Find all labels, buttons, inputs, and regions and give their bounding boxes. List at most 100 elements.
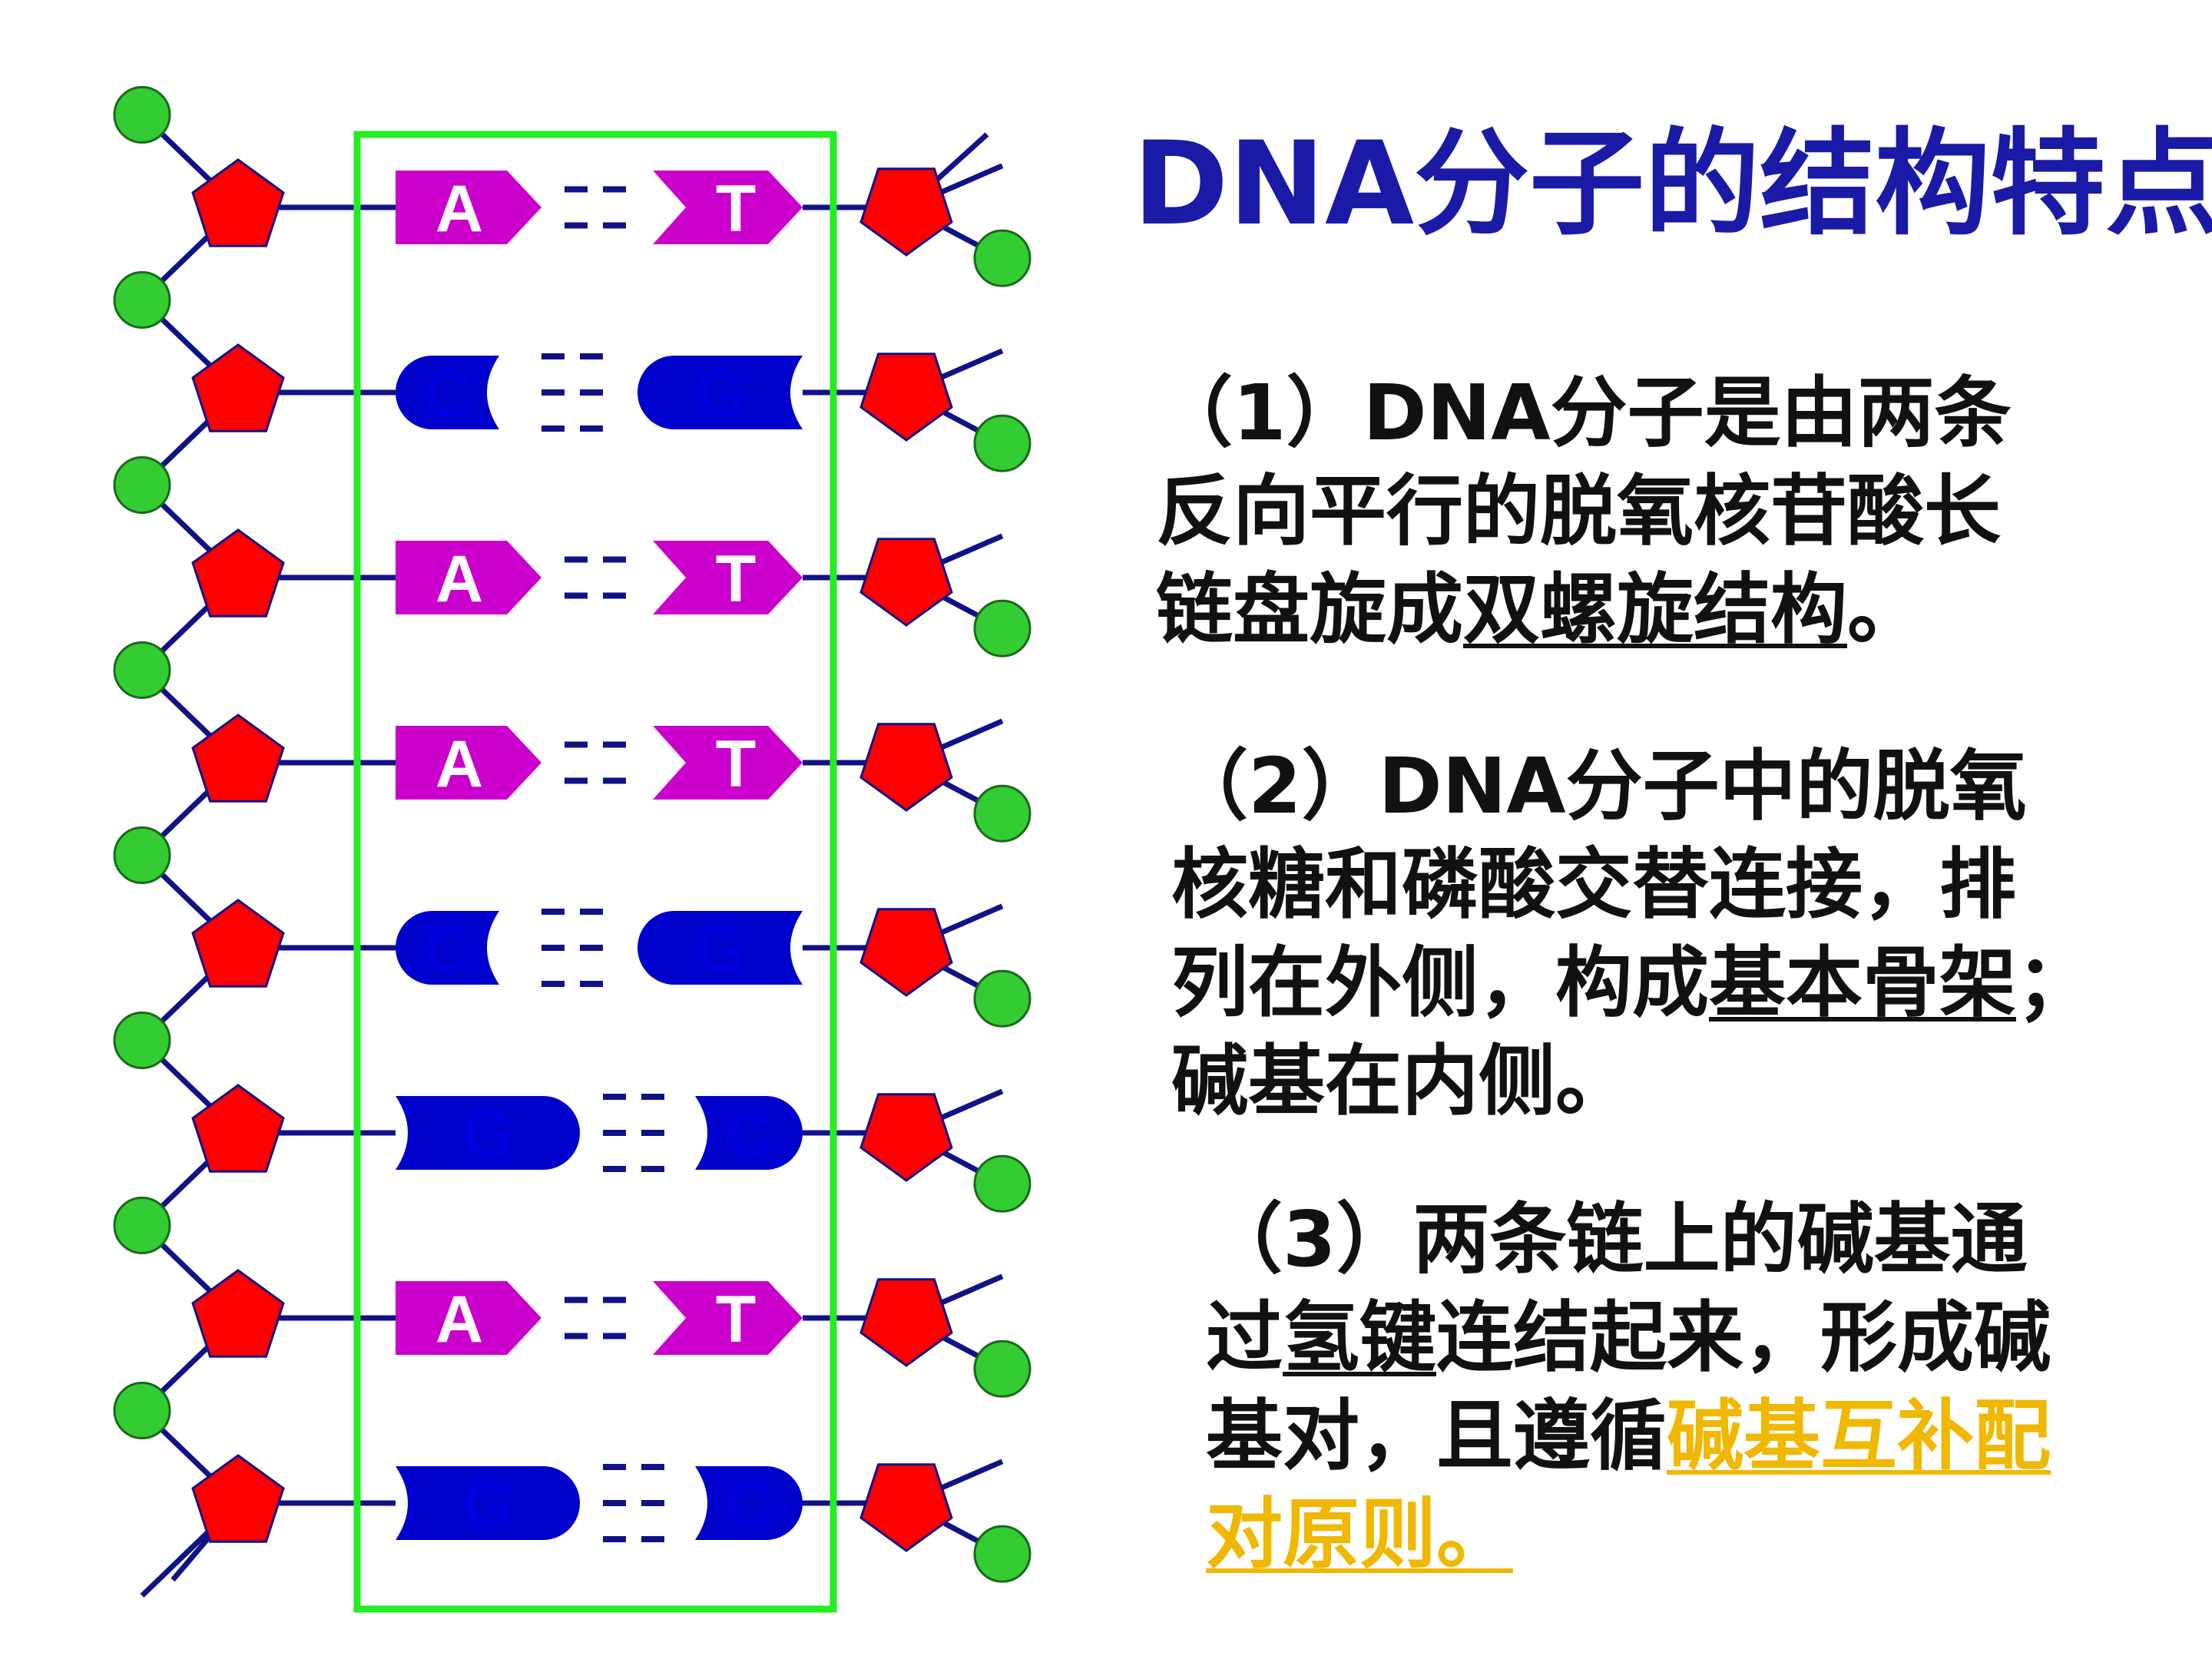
deoxyribose-left [191, 1454, 285, 1543]
base-A-left: A [396, 726, 541, 801]
base-A-left: A [396, 171, 541, 246]
phosphate-left [113, 1012, 171, 1069]
base-shape [695, 1096, 803, 1170]
deoxyribose-pentagons [191, 158, 953, 1552]
base-T-right: T [653, 1281, 803, 1356]
phosphate-right [973, 1154, 1031, 1213]
paragraph-1-text: 链盘旋成 [1156, 565, 1463, 654]
phosphate-left [113, 1382, 171, 1439]
phosphate-right [973, 784, 1031, 843]
backbone-lines [140, 112, 1004, 1598]
base-T-right: T [653, 171, 803, 246]
base-pair-frame [353, 131, 837, 1613]
keyword-double-helix: 双螺旋结构 [1463, 565, 1847, 654]
base-label: C [423, 912, 471, 986]
deoxyribose-left [191, 1269, 285, 1358]
deoxyribose-right [859, 353, 953, 442]
deoxyribose-right [859, 723, 953, 812]
keyword-pairing-principle: 对原则。 [1206, 1489, 1513, 1579]
paragraph-2-line-4: 碱基在内侧。 [1171, 1036, 1632, 1126]
base-shape [637, 356, 803, 429]
base-label: T [716, 172, 757, 246]
phosphate-left [113, 1197, 171, 1254]
base-label: A [435, 1283, 483, 1356]
base-C-right: C [695, 1466, 803, 1541]
phosphate-right [973, 599, 1031, 657]
base-label: G [462, 1098, 514, 1171]
base-label: A [435, 542, 483, 616]
deoxyribose-left [191, 899, 285, 988]
paragraph-3-line-2: 过氢键连结起来，形成碱 [1206, 1289, 2051, 1387]
paragraph-3-line-3: 基对，且遵循碱基互补配 [1206, 1387, 2051, 1485]
paragraph-3: （3）两条链上的碱基通 过氢键连结起来，形成碱 基对，且遵循碱基互补配 对原则。 [1206, 1190, 2051, 1584]
deoxyribose-left [191, 343, 285, 432]
paragraph-2-line-1: （2）DNA分子中的脱氧 [1171, 741, 2027, 831]
base-label: G [462, 1468, 514, 1541]
base-shape [396, 356, 499, 429]
paragraph-1-line-3: 链盘旋成双螺旋结构。 [1156, 561, 2012, 659]
base-shape [653, 726, 803, 800]
paragraph-3-text-c: 基对，且遵循 [1206, 1391, 1667, 1481]
base-label: C [725, 1468, 773, 1541]
base-A-left: A [396, 1281, 541, 1356]
phosphate-left [113, 456, 171, 514]
deoxyribose-right [859, 1463, 953, 1552]
phosphate-right [973, 229, 1031, 287]
dna-double-helix-diagram: A T C G A T A T C G G C A T G C [113, 86, 1031, 1613]
base-shape [396, 541, 541, 614]
paragraph-3-text-a: 过 [1206, 1293, 1283, 1382]
base-label: G [694, 357, 746, 431]
paragraph-1-period: 。 [1847, 565, 1924, 654]
paragraph-3-line-1: （3）两条链上的碱基通 [1206, 1194, 2028, 1284]
base-C-right: C [695, 1096, 803, 1171]
paragraph-2-text: 列在外侧，构成 [1171, 938, 1709, 1028]
base-shape [396, 726, 541, 800]
base-shape [637, 911, 803, 985]
deoxyribose-left [191, 1084, 285, 1173]
phosphate-left [113, 271, 171, 329]
base-shape [653, 1281, 803, 1355]
base-G-left: G [396, 1466, 580, 1541]
base-shape [396, 1466, 580, 1540]
page-title: DNA分子的结构特点 [1133, 118, 2212, 251]
deoxyribose-right [859, 1278, 953, 1367]
base-label: T [716, 542, 757, 616]
paragraph-3-text-b: 连结起来，形成碱 [1436, 1293, 2051, 1382]
base-T-right: T [653, 541, 803, 616]
base-label: T [716, 1283, 757, 1356]
phosphate-right [973, 969, 1031, 1028]
paragraph-1-line-1: （1）DNA分子是由两条 [1156, 368, 2012, 458]
paragraph-1-line-2: 反向平行的脱氧核苷酸长 [1156, 466, 2001, 556]
base-G-right: G [637, 356, 803, 431]
base-shape [396, 171, 541, 244]
base-shape [396, 911, 499, 985]
phosphate-right [973, 414, 1031, 472]
base-shape [396, 1096, 580, 1170]
phosphate-left [113, 826, 171, 884]
base-G-right: G [637, 911, 803, 986]
deoxyribose-left [191, 528, 285, 618]
base-T-right: T [653, 726, 803, 801]
base-C-left: C [396, 911, 499, 986]
keyword-complementary-pairing: 碱基互补配 [1667, 1391, 2051, 1481]
base-A-left: A [396, 541, 541, 616]
deoxyribose-right [859, 908, 953, 997]
base-label: C [725, 1098, 773, 1171]
paragraph-2-semicolon: ； [2016, 938, 2093, 1028]
phosphate-circles [113, 86, 1031, 1583]
base-label: A [435, 727, 483, 801]
deoxyribose-right [859, 538, 953, 627]
keyword-hydrogen-bond: 氢键 [1283, 1293, 1436, 1382]
deoxyribose-left [191, 158, 285, 247]
base-C-left: C [396, 356, 499, 431]
deoxyribose-left [191, 714, 285, 803]
hydrogen-bonds [541, 186, 672, 1542]
phosphate-right [973, 1339, 1031, 1398]
base-shape [695, 1466, 803, 1540]
base-label: C [423, 357, 471, 431]
phosphate-left [113, 86, 171, 144]
phosphate-left [113, 641, 171, 699]
base-label: A [435, 172, 483, 246]
paragraph-2-line-3: 列在外侧，构成基本骨架； [1171, 934, 2093, 1032]
base-shape [396, 1281, 541, 1355]
